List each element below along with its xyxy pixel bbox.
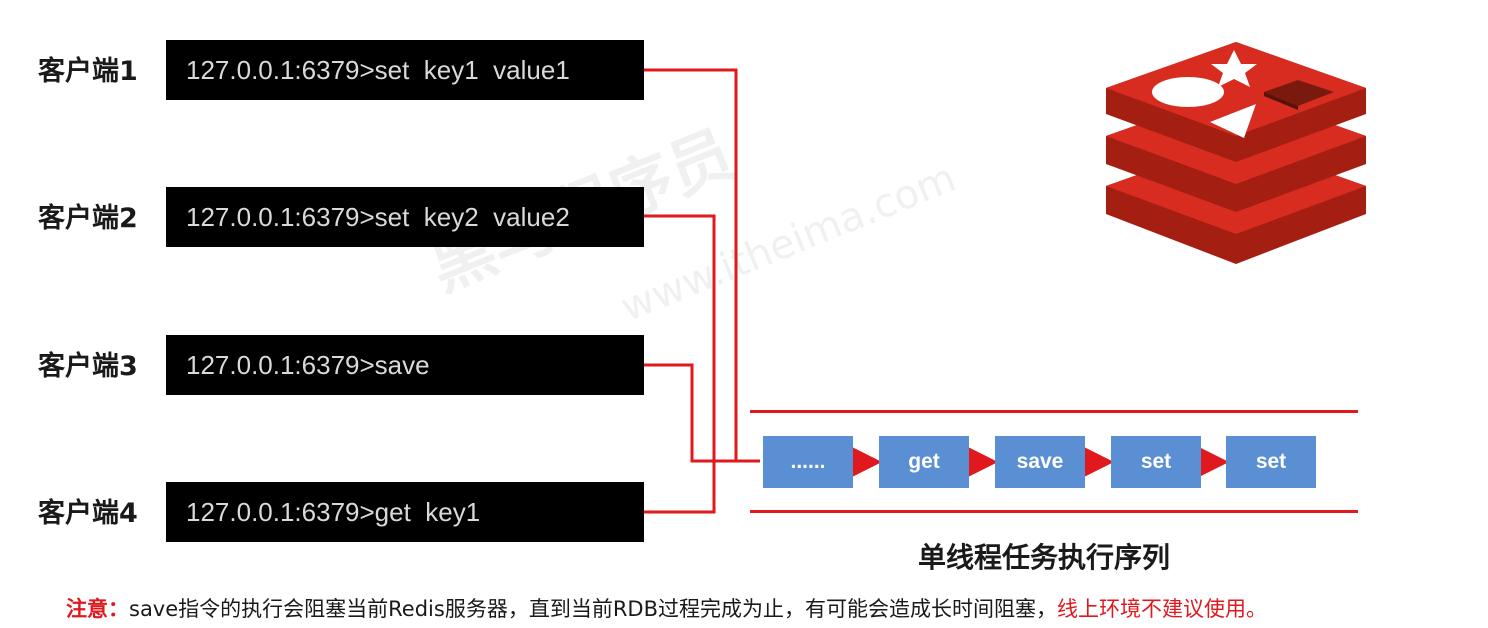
queue-top-rule <box>750 410 1358 413</box>
note-lead: 注意： <box>66 597 129 621</box>
terminal-client-1: 127.0.0.1:6379>set key1 value1 <box>166 40 644 100</box>
note-body: save指令的执行会阻塞当前Redis服务器，直到当前RDB过程完成为止，有可能… <box>129 597 1057 621</box>
note-warning: 线上环境不建议使用。 <box>1057 597 1267 621</box>
wire-client4 <box>644 461 716 514</box>
wire-client3 <box>644 363 760 463</box>
queue-item-save: save <box>995 436 1085 488</box>
client-label-1: 客户端1 <box>38 56 138 87</box>
footnote: 注意：save指令的执行会阻塞当前Redis服务器，直到当前RDB过程完成为止，… <box>66 593 1267 623</box>
client-label-3: 客户端3 <box>38 351 138 382</box>
client-label-4: 客户端4 <box>38 498 138 529</box>
terminal-client-4: 127.0.0.1:6379>get key1 <box>166 482 644 542</box>
queue-item-get: get <box>879 436 969 488</box>
queue-caption: 单线程任务执行序列 <box>918 541 1171 574</box>
queue-item-set-1: set <box>1111 436 1201 488</box>
terminal-client-2: 127.0.0.1:6379>set key2 value2 <box>166 187 644 247</box>
queue-item-ellipsis: ...... <box>763 436 853 488</box>
wire-client2 <box>644 214 716 461</box>
terminal-client-3: 127.0.0.1:6379>save <box>166 335 644 395</box>
wire-client1 <box>644 68 760 463</box>
queue-bottom-rule <box>750 510 1358 513</box>
redis-logo-icon <box>1106 42 1366 264</box>
queue-item-set-2: set <box>1226 436 1316 488</box>
client-label-2: 客户端2 <box>38 203 138 234</box>
